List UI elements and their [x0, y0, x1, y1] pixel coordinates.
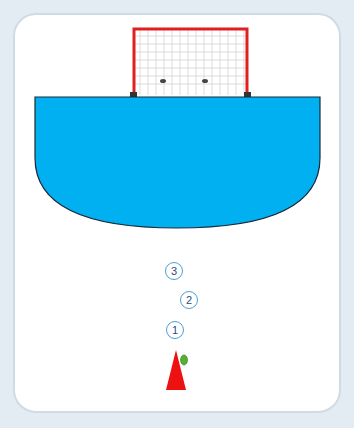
- callout-number: 3: [171, 266, 177, 277]
- player-marker: 3: [165, 262, 183, 280]
- goal-net: [130, 29, 251, 97]
- callout-number: 2: [186, 295, 192, 306]
- card: [14, 14, 340, 412]
- callout-number: 1: [172, 325, 178, 336]
- player-marker: 1: [166, 321, 184, 339]
- player-marker: 2: [180, 291, 198, 309]
- ball: [181, 355, 188, 365]
- goal-crease: [35, 97, 320, 228]
